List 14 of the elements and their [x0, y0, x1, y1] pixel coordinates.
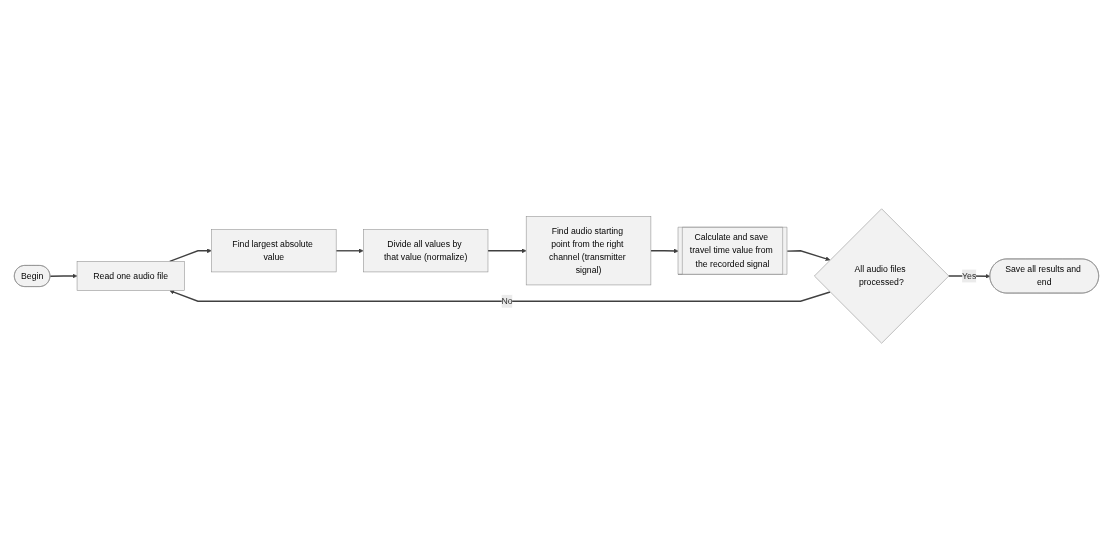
arrow: [487, 248, 527, 254]
arrow: [786, 250, 831, 261]
arrow: [335, 248, 364, 254]
node-diamond: All audio files processed?: [814, 208, 950, 344]
node-box: Read one audio file: [76, 261, 185, 291]
node-box: Divide all values by that value (normalize): [363, 229, 489, 273]
edge-label: Yes: [962, 271, 977, 281]
edge-label: No: [501, 296, 513, 306]
arrow: [49, 273, 78, 279]
arrow: [650, 248, 679, 254]
node-box: Find largest absolute value: [211, 229, 337, 273]
node-box: Find audio starting point from the right channel (transmitter signal): [525, 216, 652, 286]
arrow: [169, 248, 212, 263]
arrow: [169, 289, 831, 302]
